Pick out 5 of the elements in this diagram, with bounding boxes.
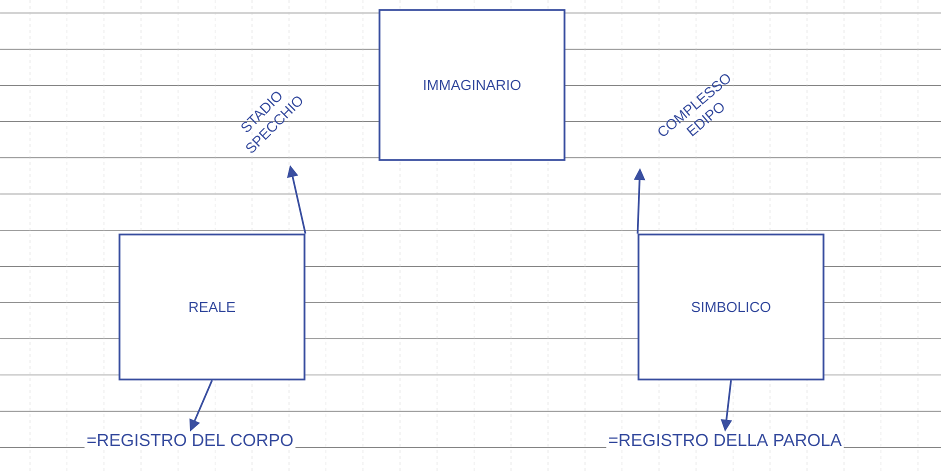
- register-text: =REGISTRO DELLA PAROLA: [606, 432, 844, 448]
- concept-box: SIMBOLICO: [638, 234, 824, 380]
- concept-box: REALE: [118, 234, 306, 380]
- concept-box: IMMAGINARIO: [378, 9, 566, 161]
- register-text: =REGISTRO DEL CORPO: [84, 432, 296, 448]
